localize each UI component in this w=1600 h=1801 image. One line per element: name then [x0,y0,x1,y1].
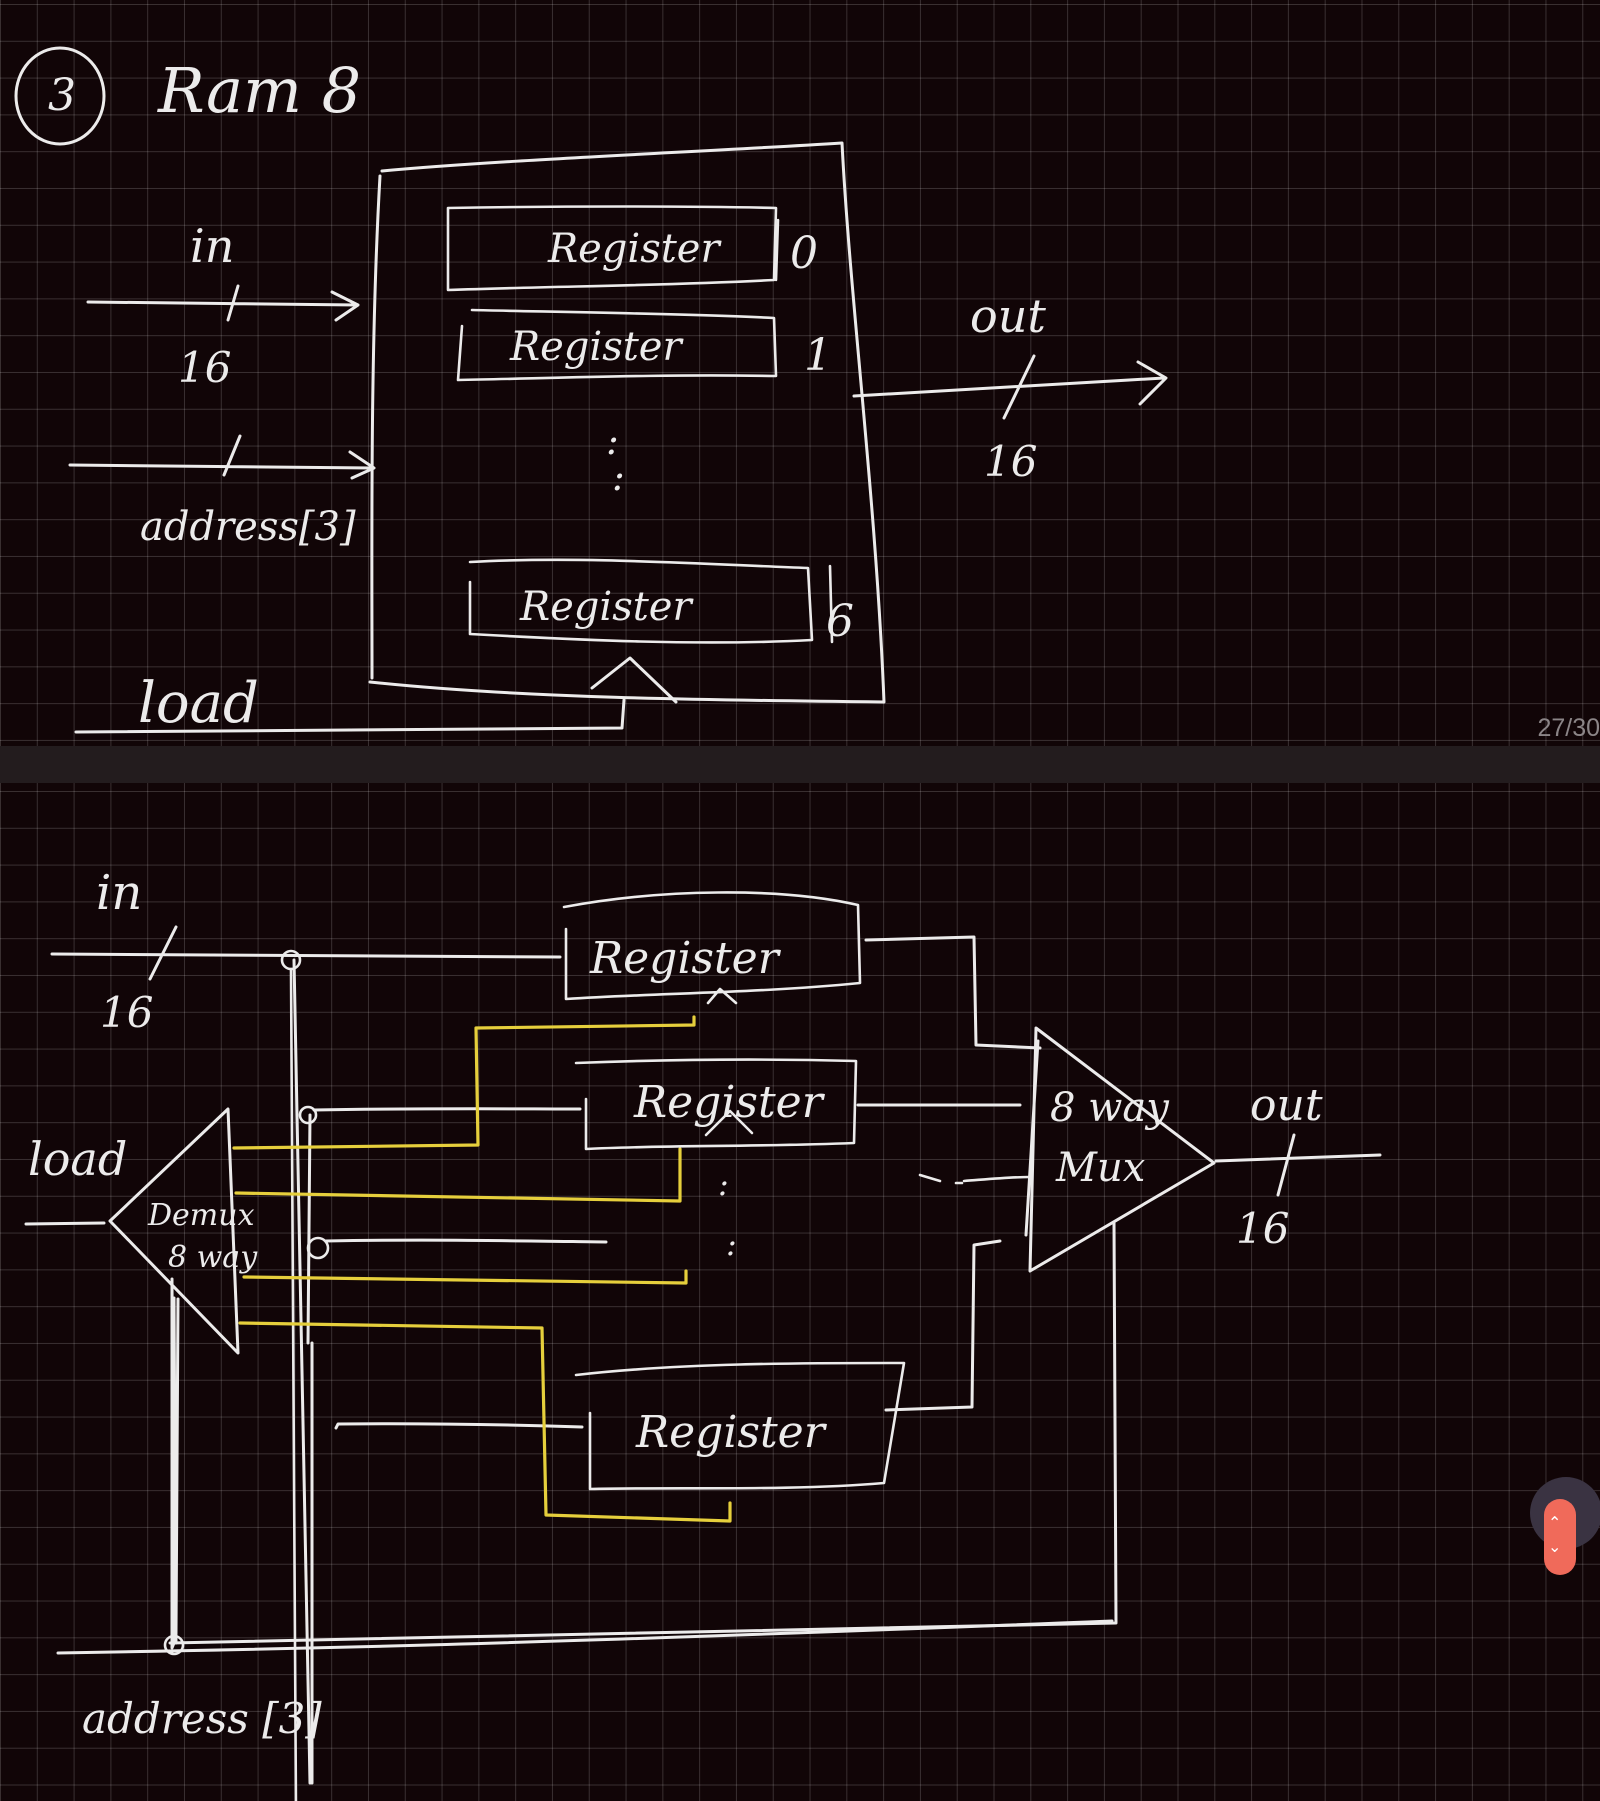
bottom-in-width: 16 [100,988,153,1037]
bottom-register-ellipsis-2: : [726,1225,737,1263]
mux-label-line2: Mux [1055,1145,1145,1191]
bottom-register-7-label: Register [635,1407,828,1458]
top-register-6-index: 6 [826,596,854,647]
top-register-6-label: Register [519,584,694,630]
heading-number: 3 [48,70,76,121]
top-register-1-index: 1 [804,330,832,381]
top-register-1-label: Register [509,324,684,370]
bottom-register-1-label: Register [633,1077,826,1128]
junction-dot [298,1105,318,1125]
pen-tool-icon [1544,1499,1576,1575]
bottom-out-label: out [1250,1080,1323,1131]
bottom-address-label: address [3] [82,1694,322,1743]
demux-label-line2: 8 way [168,1240,258,1275]
junction-dot [306,1236,330,1260]
top-address-label: address[3] [140,504,356,550]
heading-number-circle [14,46,106,146]
bottom-register-0-label: Register [589,933,782,984]
bottom-out-width: 16 [1236,1204,1289,1253]
page-separator [0,746,1600,783]
top-register-0-index: 0 [790,228,818,279]
top-register-ellipsis-2: : [612,455,625,499]
ram8-block-diagram: 3 Ram 8 in 16 address[3] load Register 0… [14,46,1168,736]
top-load-label: load [138,671,259,736]
demux-label-line1: Demux [147,1198,255,1233]
notebook-page-28: in 16 load Demux 8 way Register Reg [0,783,1600,1801]
top-register-0-label: Register [547,226,722,272]
mux-label-line1: 8 way [1050,1085,1170,1131]
junction-dot [163,1634,185,1656]
top-in-label: in [190,219,234,273]
chevron-up-icon: ⌃ [1548,1513,1562,1532]
top-out-label: out [970,289,1046,343]
junction-dot [280,949,302,971]
top-register-ellipsis-1: : [606,419,619,463]
heading-title: Ram 8 [157,54,361,127]
bottom-register-ellipsis-1: : [718,1165,729,1203]
top-in-width: 16 [178,343,231,392]
notebook-page-27: 3 Ram 8 in 16 address[3] load Register 0… [0,0,1600,746]
pen-tool-button[interactable]: ⌃ ⌄ [1530,1477,1600,1575]
bottom-load-label: load [28,1132,127,1186]
ram8-implementation-diagram: in 16 load Demux 8 way Register Reg [24,865,1382,1801]
page-counter: 27/30 [1537,714,1600,742]
bottom-in-label: in [96,865,142,921]
top-out-width: 16 [984,437,1037,486]
chevron-down-icon: ⌄ [1548,1537,1562,1556]
